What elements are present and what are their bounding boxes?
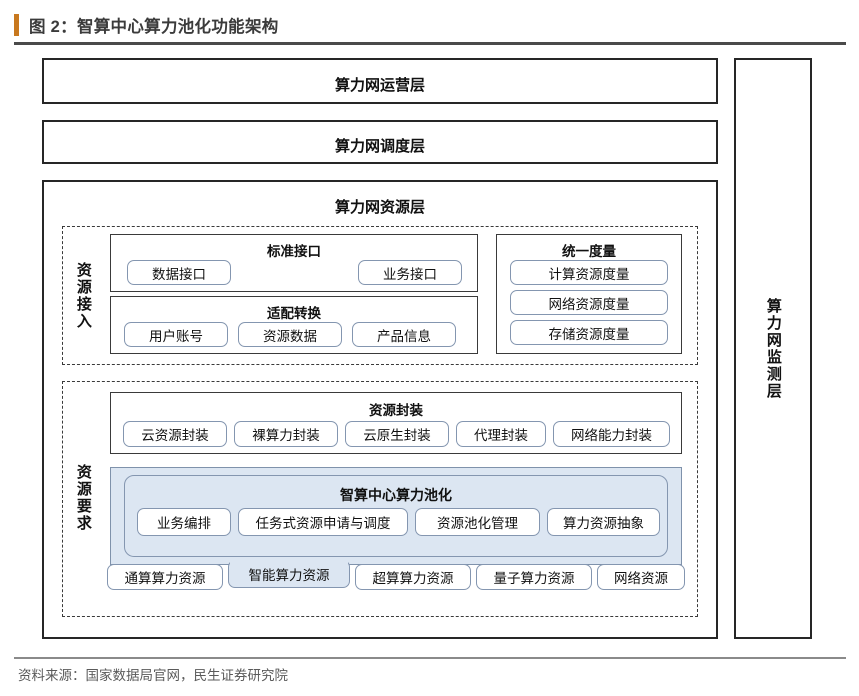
pill-resource-pool-management[interactable]: 资源池化管理: [415, 508, 540, 536]
layer-scheduling: 算力网调度层: [42, 120, 718, 164]
pill-network-capability-encap[interactable]: 网络能力封装: [553, 421, 670, 447]
pooling-merge-connector: [230, 560, 348, 567]
panel-pooling-title: 智算中心算力池化: [340, 487, 452, 503]
pill-cloud-native-encap[interactable]: 云原生封装: [345, 421, 449, 447]
pill-quantum-compute-resource[interactable]: 量子算力资源: [476, 564, 592, 590]
pill-general-compute-resource[interactable]: 通算算力资源: [107, 564, 223, 590]
pill-user-account[interactable]: 用户账号: [124, 322, 228, 347]
box-adaptation-title: 适配转换: [267, 306, 321, 321]
layer-operation-label: 算力网运营层: [334, 77, 425, 94]
title-divider: [14, 42, 846, 45]
pill-cloud-resource-encap[interactable]: 云资源封装: [123, 421, 227, 447]
layer-monitoring: 算力网监测层: [734, 58, 812, 639]
layer-resource-label: 算力网资源层: [334, 199, 425, 216]
group-resource-access-label: 资源接入: [74, 262, 92, 330]
footer-divider: [14, 657, 846, 659]
pill-network-metric[interactable]: 网络资源度量: [510, 290, 668, 315]
pill-network-resource[interactable]: 网络资源: [597, 564, 685, 590]
group-resource-requirement-label: 资源要求: [74, 464, 92, 532]
page-title: 图 2：智算中心算力池化功能架构: [29, 18, 279, 36]
box-standard-interface-title: 标准接口: [267, 244, 321, 259]
group-resource-requirement: [62, 381, 698, 617]
pill-bare-compute-encap[interactable]: 裸算力封装: [234, 421, 338, 447]
pill-data-interface[interactable]: 数据接口: [127, 260, 231, 285]
figure-source: 资料来源：国家数据局官网，民生证券研究院: [18, 668, 288, 683]
pill-compute-resource-abstraction[interactable]: 算力资源抽象: [547, 508, 660, 536]
layer-monitoring-label: 算力网监测层: [764, 297, 782, 400]
pill-agent-encap[interactable]: 代理封装: [456, 421, 546, 447]
pill-business-interface[interactable]: 业务接口: [358, 260, 462, 285]
pill-resource-data[interactable]: 资源数据: [238, 322, 342, 347]
box-unified-metric-title: 统一度量: [562, 244, 616, 259]
layer-scheduling-label: 算力网调度层: [334, 138, 425, 155]
pill-task-resource-request-scheduling[interactable]: 任务式资源申请与调度: [238, 508, 408, 536]
title-accent-bar: [14, 14, 19, 36]
layer-operation: 算力网运营层: [42, 58, 718, 104]
pill-product-info[interactable]: 产品信息: [352, 322, 456, 347]
pill-compute-metric[interactable]: 计算资源度量: [510, 260, 668, 285]
pill-service-orchestration[interactable]: 业务编排: [137, 508, 231, 536]
figure-title-bar: 图 2：智算中心算力池化功能架构: [14, 10, 846, 40]
box-encapsulation-title: 资源封装: [369, 403, 423, 418]
group-resource-access: [62, 226, 698, 365]
pill-supercompute-resource[interactable]: 超算算力资源: [355, 564, 471, 590]
pill-storage-metric[interactable]: 存储资源度量: [510, 320, 668, 345]
